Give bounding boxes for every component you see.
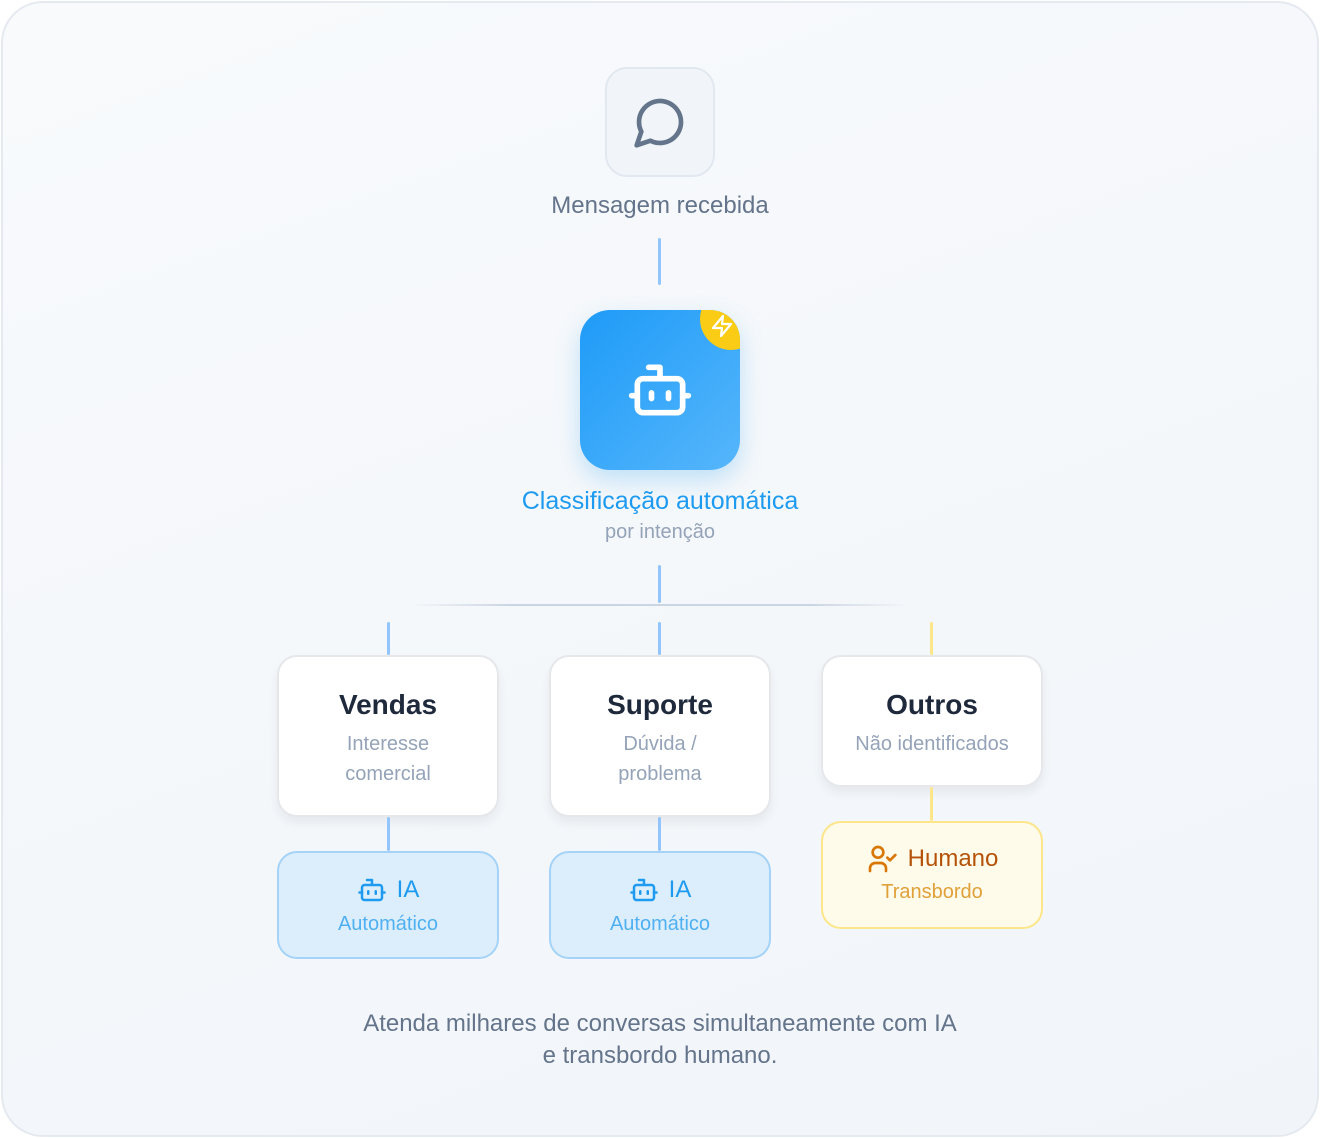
outcome-ia-vendas: IA Automático xyxy=(277,851,499,959)
category-title: Suporte xyxy=(607,689,713,720)
message-icon-box xyxy=(605,67,715,177)
category-card-vendas: Vendas Interesse comercial xyxy=(277,655,499,817)
robot-icon xyxy=(357,878,386,902)
outcome-ia-suporte: IA Automático xyxy=(549,851,771,959)
outcome-subtitle: Automático xyxy=(337,913,439,935)
category-title: Vendas xyxy=(338,689,438,720)
category-subtitle: Dúvida / problema xyxy=(618,733,702,785)
input-label: Mensagem recebida xyxy=(551,192,769,219)
connector xyxy=(387,622,390,655)
connector xyxy=(658,622,661,655)
connector xyxy=(658,565,661,603)
category-card-suporte: Suporte Dúvida / problema xyxy=(549,655,771,817)
classifier-subtitle: por intenção xyxy=(604,521,716,543)
lightning-badge xyxy=(700,310,740,350)
classifier-title: Classificação automática xyxy=(521,487,799,515)
footer-line-2: e transbordo humano. xyxy=(542,1042,778,1069)
outcome-subtitle: Transbordo xyxy=(881,881,983,903)
chat-bubble-icon xyxy=(634,98,684,148)
connector xyxy=(930,787,933,821)
lightning-icon xyxy=(711,314,733,338)
footer-line-1: Atenda milhares de conversas simultaneam… xyxy=(363,1010,957,1037)
outcome-title: Humano xyxy=(907,845,999,872)
connector xyxy=(930,622,933,655)
connector xyxy=(658,238,661,285)
outcome-title: IA xyxy=(396,876,420,903)
classifier-icon-box xyxy=(580,310,740,470)
category-card-outros: Outros Não identificados xyxy=(821,655,1043,787)
branch-line xyxy=(410,604,910,606)
robot-icon xyxy=(629,878,658,902)
outcome-subtitle: Automático xyxy=(609,913,711,935)
category-title: Outros xyxy=(886,689,978,720)
robot-icon xyxy=(628,364,692,416)
connector xyxy=(658,817,661,851)
category-subtitle: Interesse comercial xyxy=(345,733,431,785)
outcome-human-outros: Humano Transbordo xyxy=(821,821,1043,929)
outcome-title: IA xyxy=(668,876,692,903)
category-subtitle: Não identificados xyxy=(855,733,1009,755)
connector xyxy=(387,817,390,851)
user-check-icon xyxy=(868,845,897,873)
